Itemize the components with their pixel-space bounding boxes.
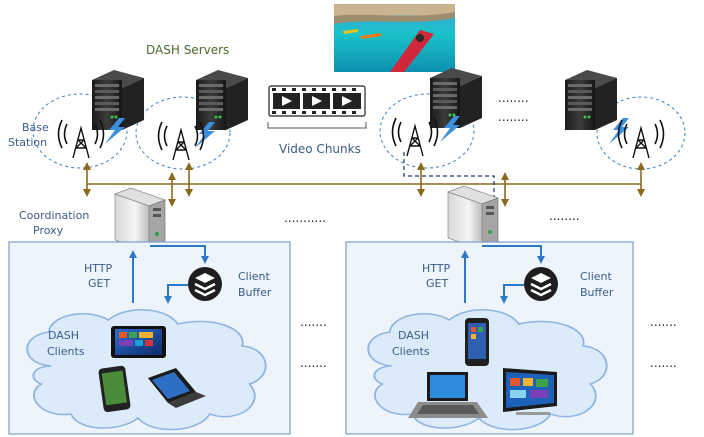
client-cluster-left: HTTP GET Client Buffer DASH Clients bbox=[8, 241, 291, 435]
video-chunks-label: Video Chunks bbox=[279, 142, 361, 156]
coordination-proxy-right bbox=[447, 185, 499, 251]
server-rack-icon bbox=[565, 70, 617, 130]
coordination-proxy-label-line1: Coordination bbox=[19, 209, 89, 222]
cell-coverage-1 bbox=[32, 93, 128, 169]
tablet-icon bbox=[111, 326, 166, 358]
dash-clients-label-line2: Clients bbox=[392, 345, 430, 358]
stacked-layers-icon bbox=[522, 265, 560, 303]
buffer-arrow bbox=[500, 284, 524, 304]
dash-servers-label: DASH Servers bbox=[146, 43, 229, 57]
ellipsis-right-2: ....... bbox=[650, 356, 677, 370]
buffer-arrow bbox=[164, 284, 188, 304]
smartphone-icon bbox=[465, 318, 489, 366]
ellipsis-mid-b: ........ bbox=[549, 209, 580, 223]
coordination-proxy-label-line2: Proxy bbox=[33, 224, 64, 237]
dash-clients-label-line2: Clients bbox=[47, 345, 85, 358]
base-station-label-line1: Base bbox=[22, 121, 49, 134]
response-arrow bbox=[482, 245, 545, 264]
http-get-label-line2: GET bbox=[426, 277, 448, 290]
server-rack-icon bbox=[196, 70, 248, 130]
cell-coverage-2 bbox=[135, 96, 231, 170]
kayak-photo bbox=[334, 4, 455, 72]
smartphone-icon bbox=[98, 365, 131, 413]
base-station-label-line2: Station bbox=[8, 136, 47, 149]
response-arrow bbox=[150, 245, 209, 264]
stacked-layers-icon bbox=[186, 265, 224, 303]
dash-clients-label-line1: DASH bbox=[398, 329, 429, 342]
laptop-icon bbox=[408, 372, 488, 418]
laptop-icon bbox=[148, 368, 206, 408]
http-get-label-line1: HTTP bbox=[84, 262, 113, 275]
dash-clients-label-line1: DASH bbox=[48, 329, 79, 342]
http-get-label-line2: GET bbox=[88, 277, 110, 290]
client-buffer-label-line1: Client bbox=[580, 270, 613, 283]
radio-tower-icon bbox=[617, 119, 665, 159]
ellipsis-between-1: ....... bbox=[300, 315, 327, 329]
television-icon bbox=[503, 368, 557, 415]
client-buffer-label-line2: Buffer bbox=[580, 286, 614, 299]
ellipsis-between-2: ....... bbox=[300, 356, 327, 370]
video-chunks-bracket bbox=[267, 122, 367, 129]
ellipsis-mid-a: ........... bbox=[284, 211, 326, 225]
dashed-route bbox=[403, 152, 495, 204]
client-buffer-label-line1: Client bbox=[238, 270, 271, 283]
ellipsis-top-b: ........ bbox=[498, 110, 529, 124]
ellipsis-top-a: ........ bbox=[498, 91, 529, 105]
cell-coverage-3 bbox=[379, 93, 475, 169]
film-strip-icon bbox=[268, 85, 366, 117]
http-get-label-line1: HTTP bbox=[422, 262, 451, 275]
client-cluster-right: HTTP GET Client Buffer DASH Clients bbox=[345, 241, 634, 435]
client-buffer-label-line2: Buffer bbox=[238, 286, 272, 299]
ellipsis-right-1: ....... bbox=[650, 315, 677, 329]
